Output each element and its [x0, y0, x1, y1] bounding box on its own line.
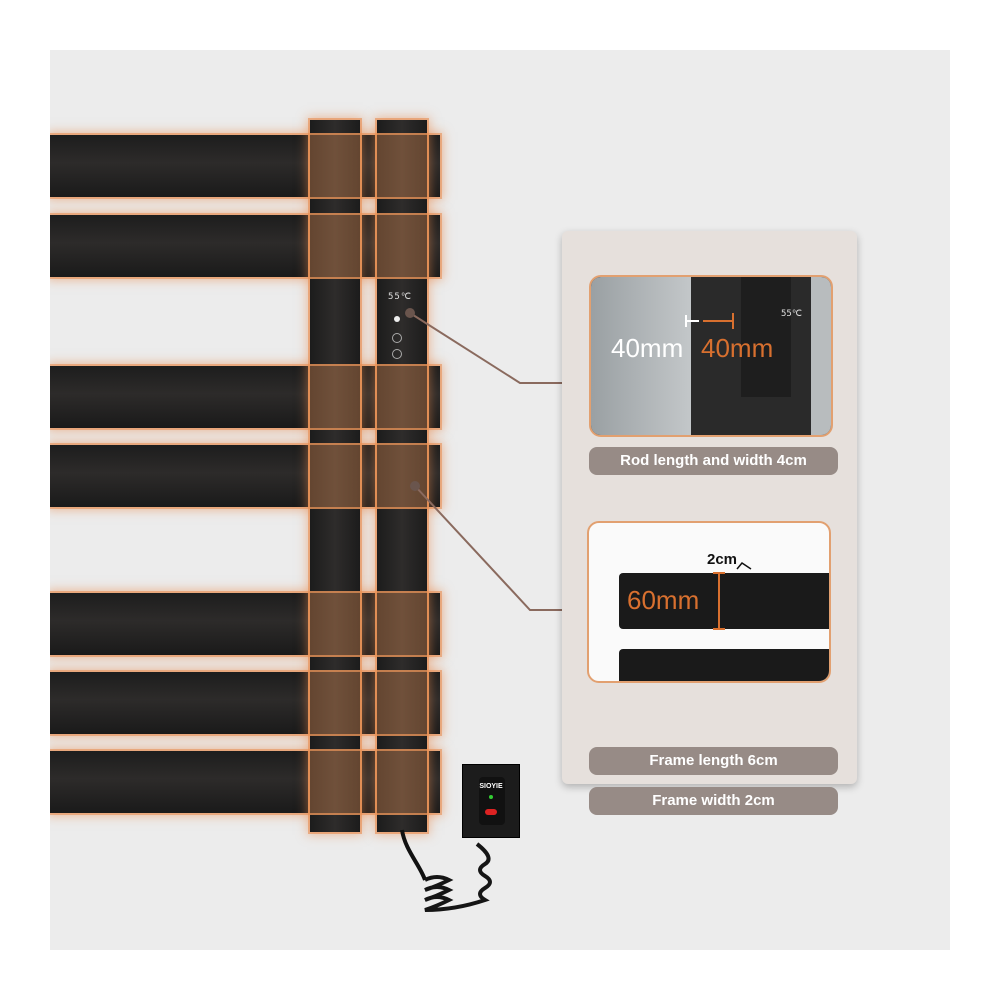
- rail-7: [50, 751, 440, 813]
- caption-rod: Rod length and width 4cm: [589, 447, 838, 475]
- joint: [308, 749, 362, 815]
- frame-dimension-arrows: [713, 562, 752, 630]
- caption-frame-length: Frame length 6cm: [589, 747, 838, 775]
- indicator-light: [394, 316, 400, 322]
- rail-5: [50, 593, 440, 655]
- dim-left: 40mm: [611, 333, 684, 363]
- left-post: [310, 120, 360, 832]
- green-led: [489, 795, 493, 799]
- joint: [375, 749, 429, 815]
- rod-detail-photo: 55℃ 40mm 40mm: [589, 275, 833, 437]
- wall-plug: SIOYIE: [462, 764, 520, 838]
- frame-bar-bottom: [619, 649, 829, 681]
- red-switch: [485, 809, 497, 815]
- info-card: 55℃ 40mm 40mm Rod length and width 4cm 2…: [562, 231, 857, 815]
- rail-4: [50, 445, 440, 507]
- rail-2: [50, 215, 440, 277]
- joint: [308, 133, 362, 199]
- rail-3: [50, 366, 440, 428]
- frame-bar-top: [619, 573, 829, 629]
- label-60mm: 60mm: [627, 585, 700, 615]
- right-post: [377, 120, 427, 832]
- joint: [375, 670, 429, 736]
- tile-wall: [591, 277, 691, 435]
- plug-body: [479, 777, 505, 825]
- caption-frame-width: Frame width 2cm: [589, 787, 838, 815]
- joint: [308, 591, 362, 657]
- joint: [375, 133, 429, 199]
- frame-detail-photo: 2cm 60mm: [587, 521, 831, 683]
- rail-1: [50, 135, 440, 197]
- joint: [375, 213, 429, 279]
- controller-display: 55℃: [388, 292, 412, 302]
- label-2cm: 2cm: [707, 551, 738, 568]
- plug-brand: SIOYIE: [479, 783, 503, 790]
- rod-bar: [741, 277, 791, 397]
- mode-button-icon: [392, 333, 402, 343]
- tile-wall-right: [811, 277, 831, 435]
- power-button-icon: [392, 349, 402, 359]
- joint: [308, 213, 362, 279]
- joint: [375, 443, 429, 509]
- inset-display: 55℃: [781, 309, 802, 319]
- dimension-arrows: [685, 313, 734, 329]
- rail-6: [50, 672, 440, 734]
- joint: [308, 670, 362, 736]
- dim-right: 40mm: [701, 333, 774, 363]
- joint: [375, 364, 429, 430]
- joint: [308, 443, 362, 509]
- joint: [308, 364, 362, 430]
- product-image: 55℃ SIOYIE 55℃ 40mm 40mm: [50, 50, 950, 950]
- joint: [375, 591, 429, 657]
